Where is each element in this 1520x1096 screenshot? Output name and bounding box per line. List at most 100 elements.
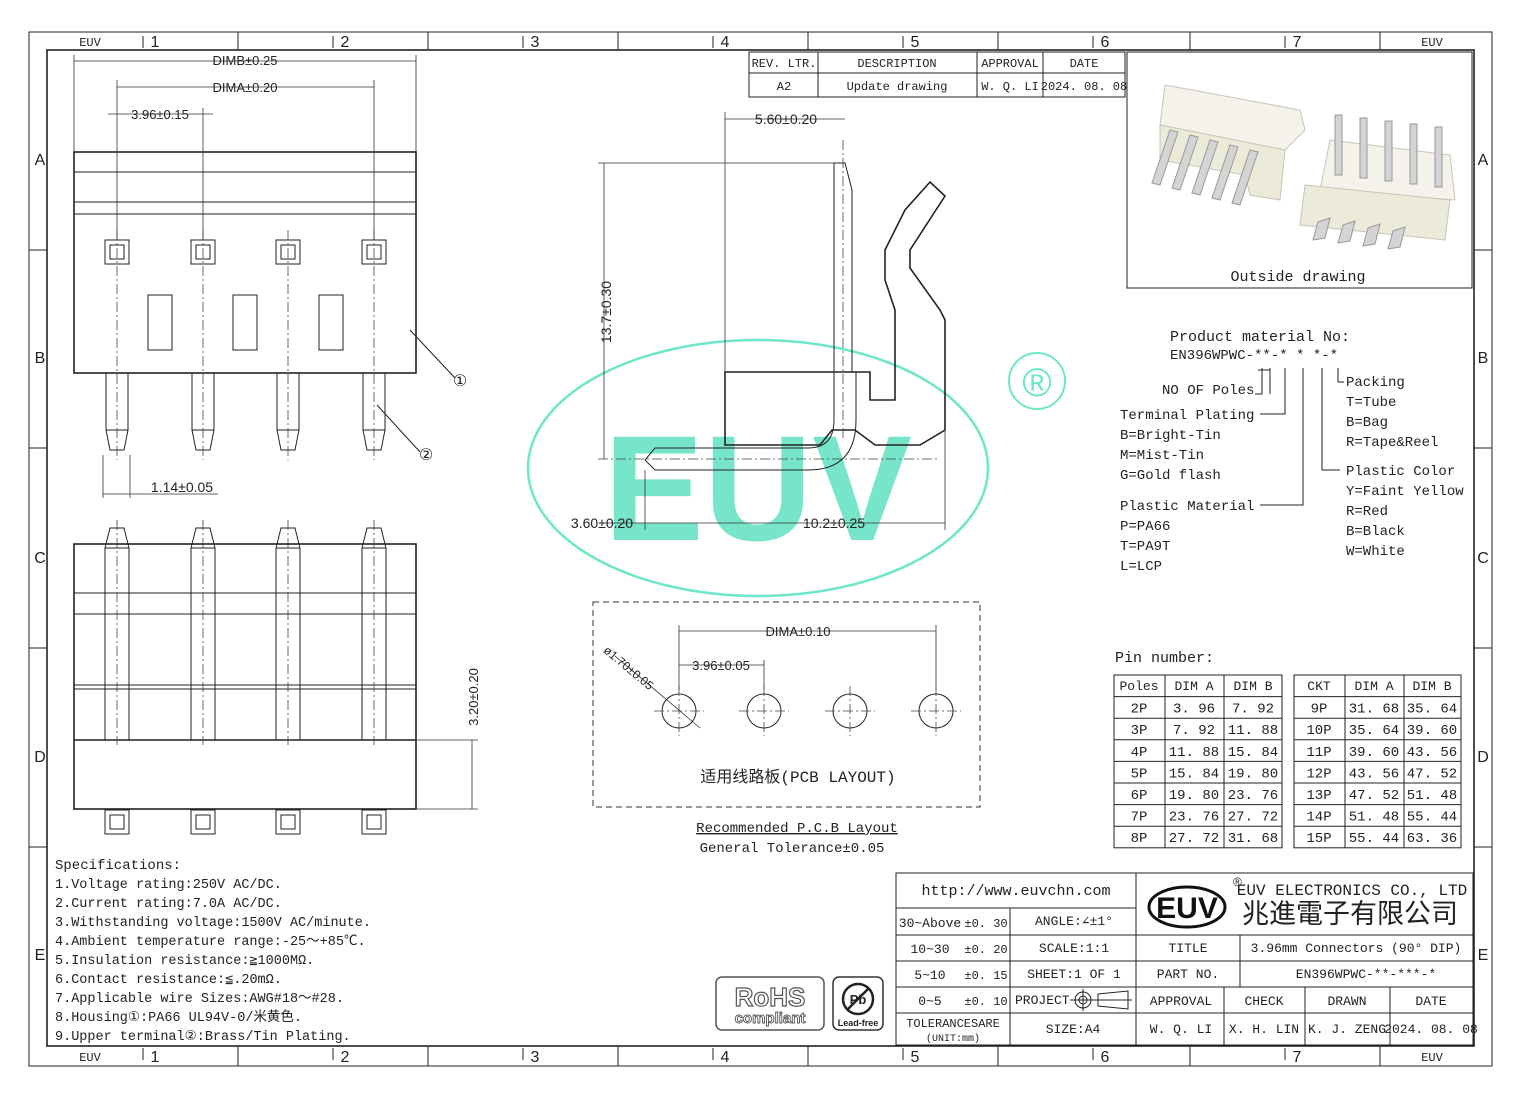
svg-text:DATE: DATE <box>1070 57 1099 71</box>
pin-table-cell: 47. 52 <box>1407 766 1457 782</box>
pin-table-cell: 51. 48 <box>1407 788 1457 804</box>
col-mark-top: 6 <box>1101 34 1110 51</box>
svg-text:G=Gold flash: G=Gold flash <box>1120 468 1221 484</box>
svg-text:Plastic Color: Plastic Color <box>1346 464 1455 480</box>
svg-text:Y=Faint Yellow: Y=Faint Yellow <box>1346 484 1464 500</box>
outside-drawing-box <box>1126 51 1473 289</box>
spec-item: 3.Withstanding voltage:1500V AC/minute. <box>55 916 371 931</box>
pcb-recommended: Recommended P.C.B Layout <box>696 821 898 837</box>
pin-table-cell: 7P <box>1131 810 1148 826</box>
pin-table-header: CKT <box>1307 679 1331 694</box>
pin-table-cell: 23. 76 <box>1228 788 1278 804</box>
svg-text:EN396WPWC-**-* * *-*: EN396WPWC-**-* * *-* <box>1170 348 1338 364</box>
dim-dimb: DIMB±0.25 <box>213 53 278 68</box>
pin-table-cell: 43. 56 <box>1407 745 1457 761</box>
svg-text:SCALE:1:1: SCALE:1:1 <box>1039 941 1109 956</box>
sign-value: X. H. LIN <box>1229 1022 1299 1037</box>
sign-header: CHECK <box>1244 994 1283 1009</box>
row-mark-left: C <box>34 550 46 567</box>
sign-header: DRAWN <box>1327 994 1366 1009</box>
svg-text:compliant: compliant <box>735 1010 806 1027</box>
tolerance-range: 0~5 <box>918 994 941 1009</box>
dim-side-width: 5.60±0.20 <box>755 111 817 127</box>
sign-value: K. J. ZENG <box>1308 1022 1386 1037</box>
sign-value: 2024. 08. 08 <box>1384 1022 1478 1037</box>
pin-table-cell: 47. 52 <box>1349 788 1399 804</box>
svg-text:NO OF Poles: NO OF Poles <box>1162 383 1254 399</box>
dim-pitch: 3.96±0.15 <box>131 107 189 122</box>
spec-item: 2.Current rating:7.0A AC/DC. <box>55 897 282 912</box>
svg-text:SHEET:1 OF 1: SHEET:1 OF 1 <box>1027 967 1121 982</box>
tolerance-range: 30~Above <box>899 916 961 931</box>
corner-label-tr: EUV <box>1421 36 1443 50</box>
tolerance-value: ±0. 30 <box>964 917 1007 931</box>
pin-square <box>190 809 216 835</box>
rohs-badge: RoHS compliant <box>715 976 825 1031</box>
row-mark-right: A <box>1478 152 1489 169</box>
svg-text:®: ® <box>1233 875 1242 889</box>
pin-table-cell: 55. 44 <box>1407 810 1457 826</box>
col-mark-top: 3 <box>531 34 540 51</box>
svg-text:Plastic Material: Plastic Material <box>1120 499 1254 515</box>
outside-caption: Outside drawing <box>1230 269 1365 286</box>
company-logo: EUV <box>1156 892 1218 925</box>
lead-free-badge: Pb Lead-free <box>832 976 884 1031</box>
pin-table-header: Poles <box>1119 679 1158 694</box>
sign-header: APPROVAL <box>1150 994 1212 1009</box>
svg-text:R=Red: R=Red <box>1346 504 1388 520</box>
row-mark-right: C <box>1477 550 1489 567</box>
svg-text:Pb: Pb <box>850 992 867 1007</box>
watermark-reg: ® <box>1022 361 1051 405</box>
col-mark-top: 1 <box>151 34 160 51</box>
pin-table-cell: 9P <box>1311 702 1328 718</box>
pin-table-cell: 55. 44 <box>1349 831 1399 847</box>
svg-text:ANGLE:∠±1°: ANGLE:∠±1° <box>1035 914 1113 929</box>
pin-table-cell: 31. 68 <box>1228 831 1278 847</box>
svg-text:EN396WPWC-**-***-*: EN396WPWC-**-***-* <box>1296 967 1436 982</box>
svg-text:M=Mist-Tin: M=Mist-Tin <box>1120 448 1204 464</box>
company-url: http://www.euvchn.com <box>921 883 1110 900</box>
pin-table-cell: 43. 56 <box>1349 766 1399 782</box>
pin-table-cell: 11. 88 <box>1228 723 1278 739</box>
pin-table-cell: 7. 92 <box>1232 702 1274 718</box>
pin-table-cell: 19. 80 <box>1228 766 1278 782</box>
svg-text:A2: A2 <box>777 80 791 94</box>
pin-table-cell: 39. 60 <box>1349 745 1399 761</box>
col-mark-bottom: 2 <box>341 1049 350 1066</box>
sign-header: DATE <box>1415 994 1446 1009</box>
svg-text:T=PA9T: T=PA9T <box>1120 539 1170 555</box>
pin-table-cell: 63. 36 <box>1407 831 1457 847</box>
svg-text:Packing: Packing <box>1346 375 1405 391</box>
spec-item: 9.Upper terminal②:Brass/Tin Plating. <box>55 1029 351 1045</box>
row-mark-left: A <box>35 152 46 169</box>
row-mark-right: D <box>1477 749 1489 766</box>
svg-text:R=Tape&Reel: R=Tape&Reel <box>1346 435 1438 451</box>
callout-terminal: ② <box>419 447 433 464</box>
pin-table-cell: 11. 88 <box>1169 745 1219 761</box>
pcb-hole-size: ø1.70±0.05 <box>601 643 657 693</box>
projection-symbol-icon <box>1070 989 1132 1011</box>
pcb-pitch: 3.96±0.05 <box>692 658 750 673</box>
svg-text:REV. LTR.: REV. LTR. <box>752 57 817 71</box>
svg-text:W. Q. LI: W. Q. LI <box>981 80 1039 94</box>
side-view <box>598 112 947 530</box>
tolerance-range: 10~30 <box>910 942 949 957</box>
svg-text:DESCRIPTION: DESCRIPTION <box>857 57 936 71</box>
pin-table-header: DIM B <box>1233 679 1272 694</box>
svg-text:PART NO.: PART NO. <box>1157 967 1219 982</box>
pcb-dima: DIMA±0.10 <box>766 624 831 639</box>
front-view <box>73 55 456 498</box>
pin-table-cell: 15P <box>1306 831 1331 847</box>
pin-table-cell: 31. 68 <box>1349 702 1399 718</box>
row-mark-right: B <box>1478 350 1489 367</box>
svg-text:PROJECT: PROJECT <box>1015 993 1070 1008</box>
pin-square <box>275 809 301 835</box>
corner-label-bl: EUV <box>79 1051 101 1065</box>
dim-pin-width: 1.14±0.05 <box>151 479 213 495</box>
specifications: Specifications: 1.Voltage rating:250V AC… <box>55 858 371 1045</box>
pin-table-cell: 15. 84 <box>1169 766 1219 782</box>
pin-table-cell: 23. 76 <box>1169 810 1219 826</box>
dim-side-height: 13.7±0.30 <box>598 281 614 343</box>
bottom-view <box>73 520 478 835</box>
